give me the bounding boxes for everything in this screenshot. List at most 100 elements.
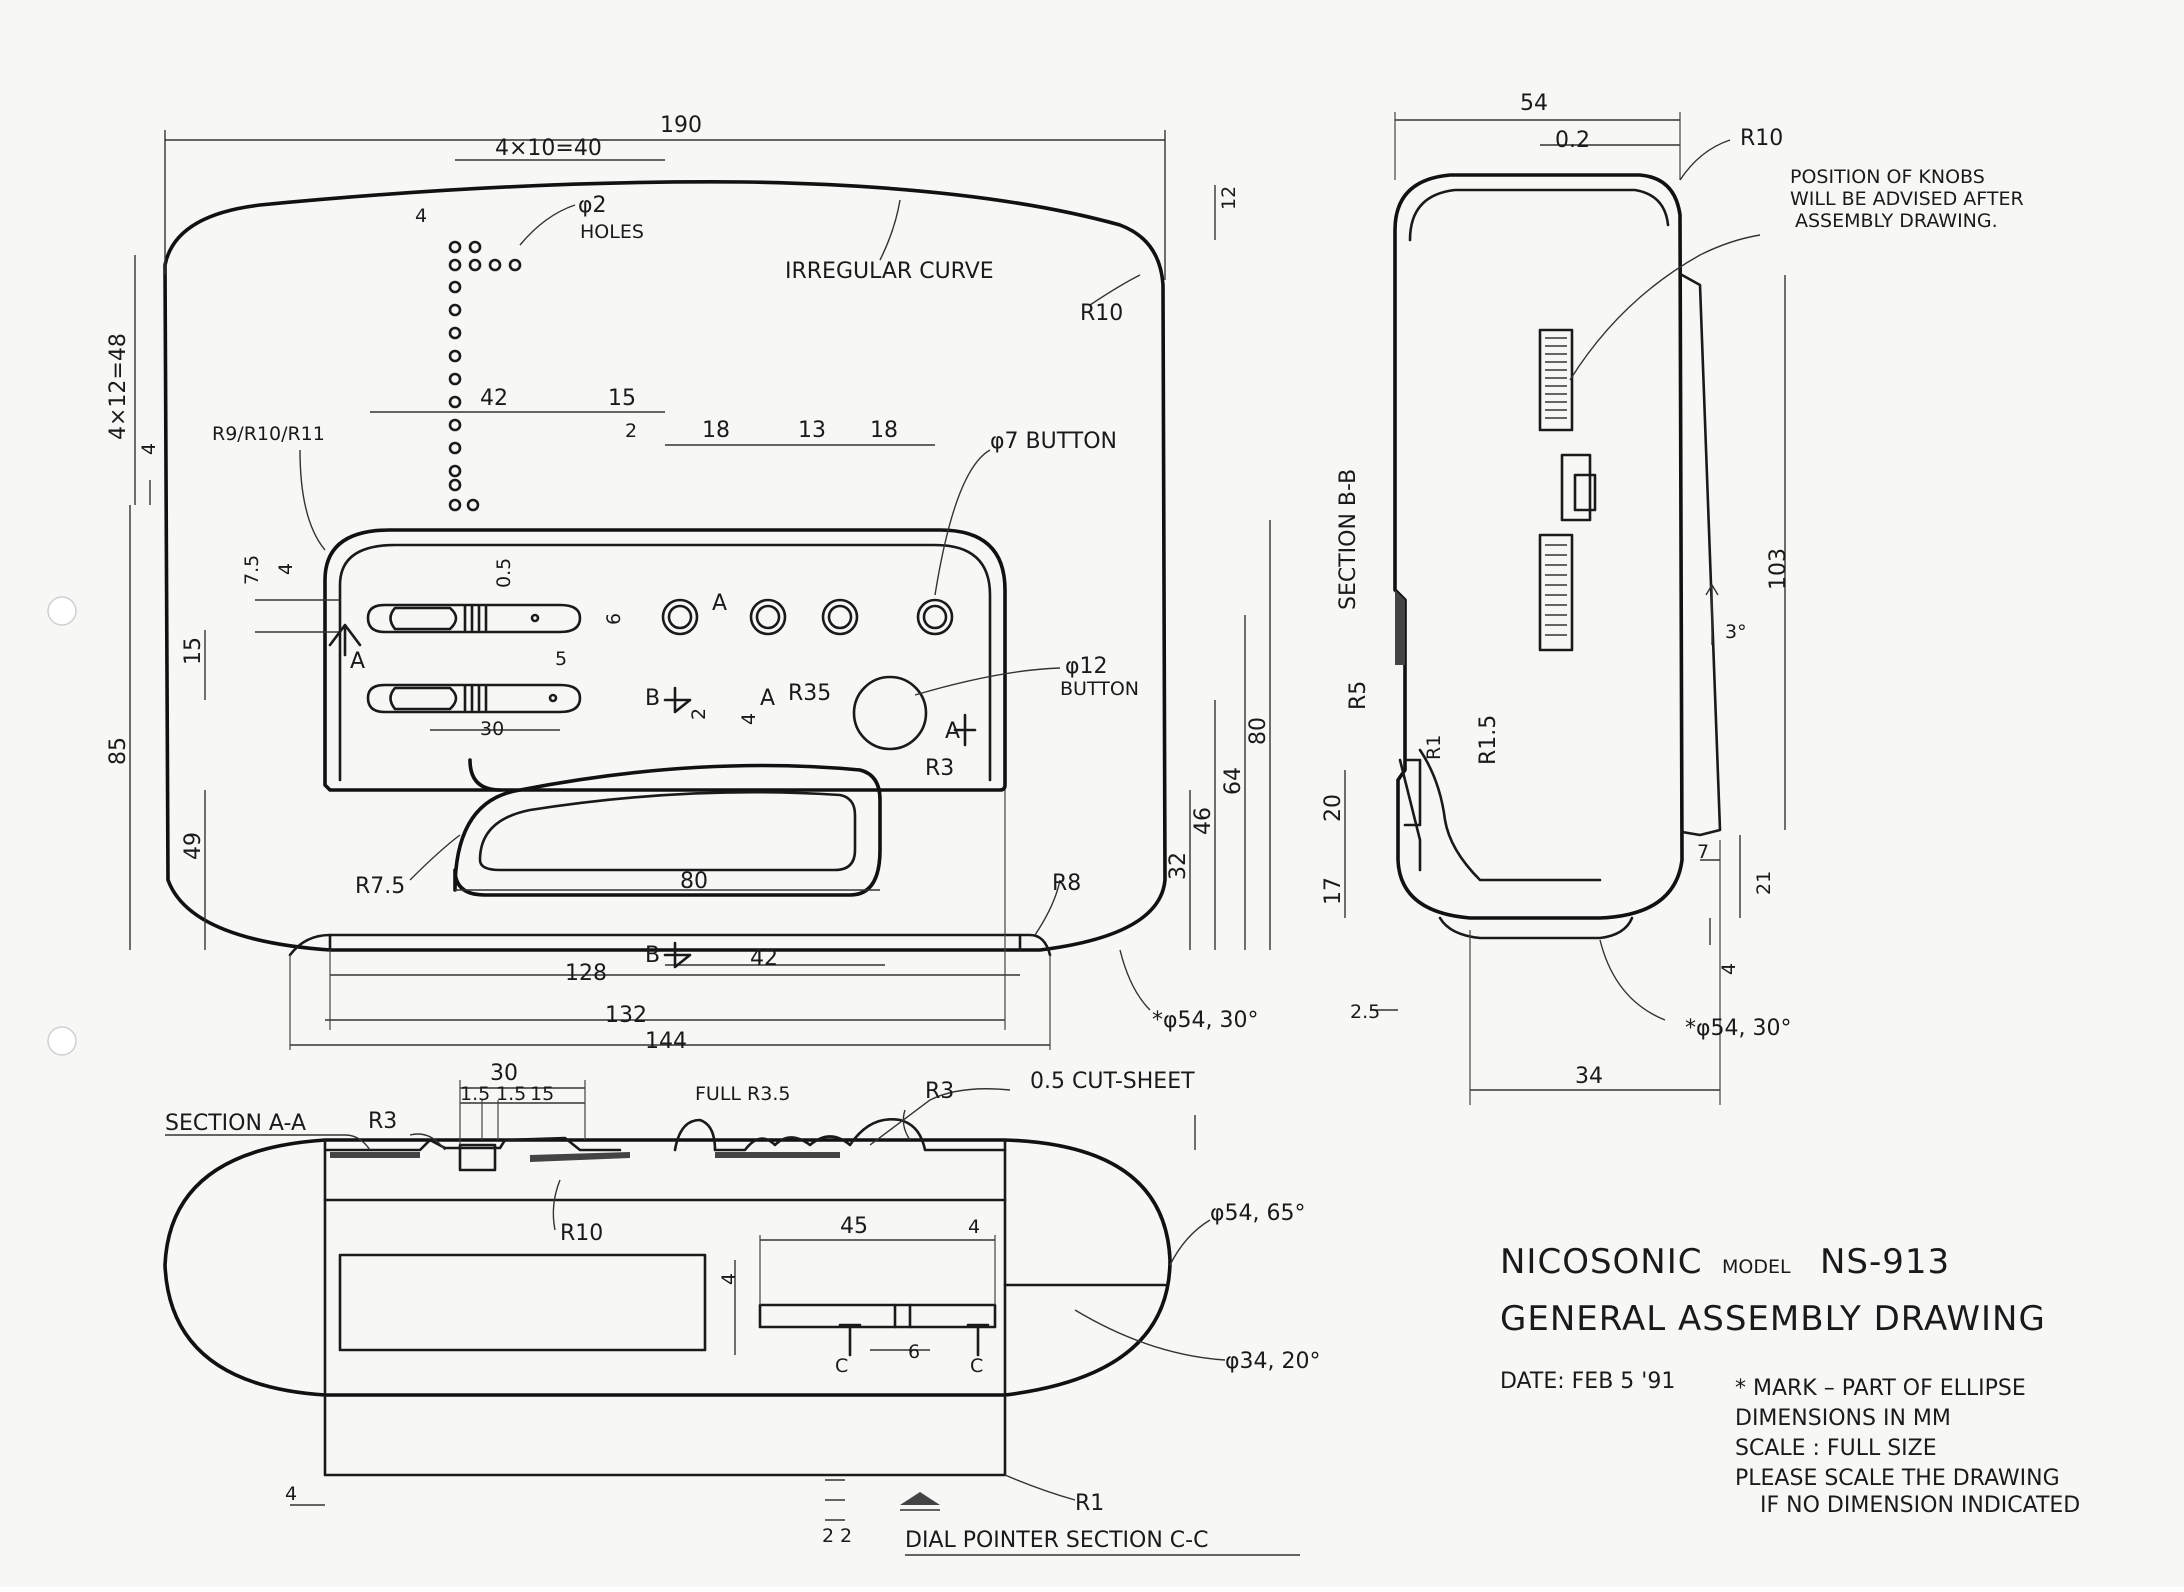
grille-hole: [448, 441, 462, 455]
brand-name: NICOSONIC: [1500, 1242, 1703, 1282]
side-body-inner: [1408, 188, 1670, 242]
leader: [1089, 274, 1141, 306]
slider-knob-top: [389, 606, 458, 631]
dim-side-17: 17: [1321, 877, 1346, 905]
dim-144: 144: [645, 1029, 687, 1054]
dial-window-inner: [478, 790, 857, 872]
side-speaker-edge: [1398, 758, 1422, 872]
slider-slot-bottom: [366, 683, 582, 714]
section-hatch: [1395, 590, 1405, 665]
note-knobs-line3: ASSEMBLY DRAWING.: [1795, 210, 1998, 232]
dial-pointer-section: [900, 1492, 940, 1505]
side-view: 54 0.2 R10 POSITION OF KNOBS WILL BE ADV…: [1321, 91, 2024, 1105]
dim-sec-1-5b: 1.5: [496, 1083, 526, 1105]
dim-line: [1189, 520, 1271, 950]
dim-ext: [759, 1235, 996, 1305]
slider-pin-top: [530, 613, 540, 623]
dim-ext: [459, 1080, 586, 1145]
dim-r10: R10: [1080, 301, 1123, 326]
dim-64: 64: [1221, 767, 1246, 795]
leader: [552, 1179, 561, 1231]
grille-hole: [466, 498, 480, 512]
dim-phi12: φ12: [1065, 654, 1108, 679]
dim-sec-15: 15: [530, 1083, 554, 1105]
dim-sec-4: 4: [968, 1216, 980, 1238]
dim-sec-6: 6: [908, 1341, 920, 1363]
dim-12: 12: [1218, 186, 1240, 210]
label-irregular-curve: IRREGULAR CURVE: [785, 259, 994, 284]
button-7mm: [916, 598, 954, 636]
knob-upper: [1538, 328, 1574, 432]
dim-phi12-word: BUTTON: [1060, 678, 1139, 700]
grille-hole: [448, 498, 462, 512]
button-7mm: [749, 598, 787, 636]
leader: [869, 1088, 1011, 1146]
side-body-outline: [1393, 173, 1684, 920]
slider-grip-top: [463, 604, 488, 632]
leader: [409, 834, 461, 881]
dim-sec-45: 45: [840, 1214, 868, 1239]
dim-line: [460, 1087, 585, 1104]
dim-side-0-2: 0.2: [1555, 128, 1590, 153]
section-arrow-a: [953, 713, 977, 747]
dim-32: 32: [1166, 852, 1191, 880]
dim-ext: [289, 790, 1051, 1050]
section-hatch: [715, 1152, 840, 1158]
section-arrow-a: [328, 623, 362, 657]
top-display-window: [338, 1253, 707, 1352]
dim-ext: [164, 130, 1166, 280]
note-3: SCALE : FULL SIZE: [1735, 1436, 1937, 1461]
angle-arrow: [1705, 583, 1719, 645]
knob-middle: [1560, 453, 1592, 522]
label-phi7-button: φ7 BUTTON: [990, 429, 1117, 454]
grille-hole: [448, 349, 462, 363]
drawing-title: GENERAL ASSEMBLY DRAWING: [1500, 1299, 2046, 1339]
side-back-plate: [1680, 273, 1722, 837]
dim-ellipse-54: *φ54, 30°: [1152, 1008, 1259, 1033]
section-hatch: [530, 1152, 630, 1162]
dim-49: 49: [181, 832, 206, 860]
leader: [409, 1133, 446, 1151]
leader: [1074, 1309, 1226, 1361]
dim-85: 85: [106, 737, 131, 765]
label-section-b-b: SECTION B-B: [1336, 469, 1361, 610]
dim-15: 15: [608, 386, 636, 411]
dim-holes-word: HOLES: [580, 221, 644, 243]
slider-grip-bottom: [463, 684, 488, 712]
dim-42-bottom: 42: [750, 946, 778, 971]
dial-pointer-slot: [758, 1303, 997, 1329]
slider-section: [458, 1143, 497, 1172]
dim-2: 2: [625, 420, 637, 442]
dim-ext: [1469, 840, 1721, 1105]
dim-side-2-5: 2.5: [1350, 1001, 1380, 1023]
label-cut-sheet: 0.5 CUT-SHEET: [1030, 1069, 1195, 1094]
dim-sec-4v: 4: [718, 1273, 740, 1285]
leader: [1569, 234, 1761, 381]
grille-hole: [448, 478, 462, 492]
dim-46: 46: [1191, 807, 1216, 835]
dim-5: 5: [555, 648, 567, 670]
section-label-a: A: [760, 686, 775, 711]
note-4: PLEASE SCALE THE DRAWING: [1735, 1466, 2060, 1491]
dim-sec-4-left: 4: [285, 1483, 297, 1505]
dim-side-54: 54: [1520, 91, 1548, 116]
section-label-a: A: [945, 719, 960, 744]
dim-7-5: 7.5: [241, 555, 263, 585]
grille-hole: [448, 395, 462, 409]
grille-hole: [448, 326, 462, 340]
button-7mm-inner: [827, 604, 853, 630]
dim-42: 42: [480, 386, 508, 411]
dim-18b: 18: [870, 418, 898, 443]
dim-6: 6: [603, 613, 625, 625]
dim-phi54-65: φ54, 65°: [1210, 1201, 1306, 1226]
dim-132: 132: [605, 1003, 647, 1028]
dim-side-angle-3: 3°: [1725, 621, 1747, 643]
button-12mm: [852, 675, 928, 751]
leader: [902, 1109, 911, 1141]
dim-r8: R8: [1052, 871, 1081, 896]
dim-18a: 18: [702, 418, 730, 443]
dim-line: [255, 599, 340, 633]
leader: [879, 199, 901, 261]
grille-hole: [448, 418, 462, 432]
dim-80-window: 80: [680, 869, 708, 894]
